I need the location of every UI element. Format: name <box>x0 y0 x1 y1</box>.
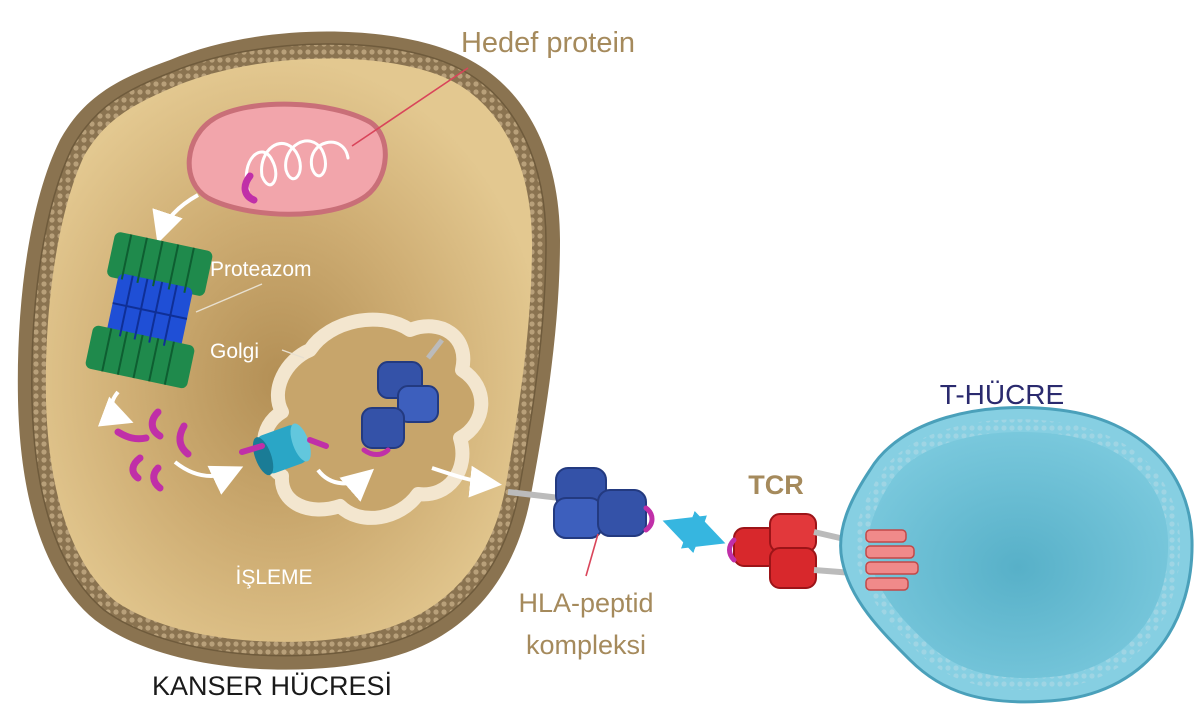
label-target-protein: Hedef protein <box>461 27 635 59</box>
mitochondrion <box>186 101 388 217</box>
peptide-in-mitochondrion <box>241 172 258 204</box>
peptide-in-tap <box>239 443 265 455</box>
hla-in-golgi <box>361 338 444 457</box>
target-protein-connector <box>351 67 469 147</box>
label-t-cell: T-HÜCRE <box>940 379 1064 410</box>
t-cell-cytoplasm <box>868 431 1169 679</box>
golgi-connector <box>281 349 305 359</box>
hla-connector <box>585 533 599 577</box>
arrow-mito-to-proteasome <box>152 193 199 244</box>
binding-double-arrow <box>662 510 726 554</box>
peptide-fragments <box>114 408 192 492</box>
label-proteasome: Proteazom <box>210 258 312 281</box>
arrow-peptides-to-tap <box>173 460 244 495</box>
peptide-out-tap <box>307 437 329 449</box>
label-processing: İŞLEME <box>235 566 312 589</box>
proteasome-connector <box>195 283 263 313</box>
label-hla-line2: kompleksi <box>526 630 646 660</box>
label-hla-line1: HLA-peptid <box>518 588 653 618</box>
tcr-transmembrane <box>865 529 919 591</box>
arrow-tap-to-hla <box>316 468 375 502</box>
arrow-golgi-to-membrane <box>431 465 502 498</box>
label-tcr: TCR <box>748 470 804 500</box>
proteasome <box>85 232 213 389</box>
label-golgi: Golgi <box>210 340 259 363</box>
label-cancer-cell: KANSER HÜCRESİ <box>152 670 392 701</box>
mitochondrion-cristae <box>244 139 350 192</box>
hla-peptide-complex <box>507 467 655 539</box>
arrow-proteasome-to-peptides <box>97 390 134 427</box>
t-cell <box>839 406 1194 704</box>
